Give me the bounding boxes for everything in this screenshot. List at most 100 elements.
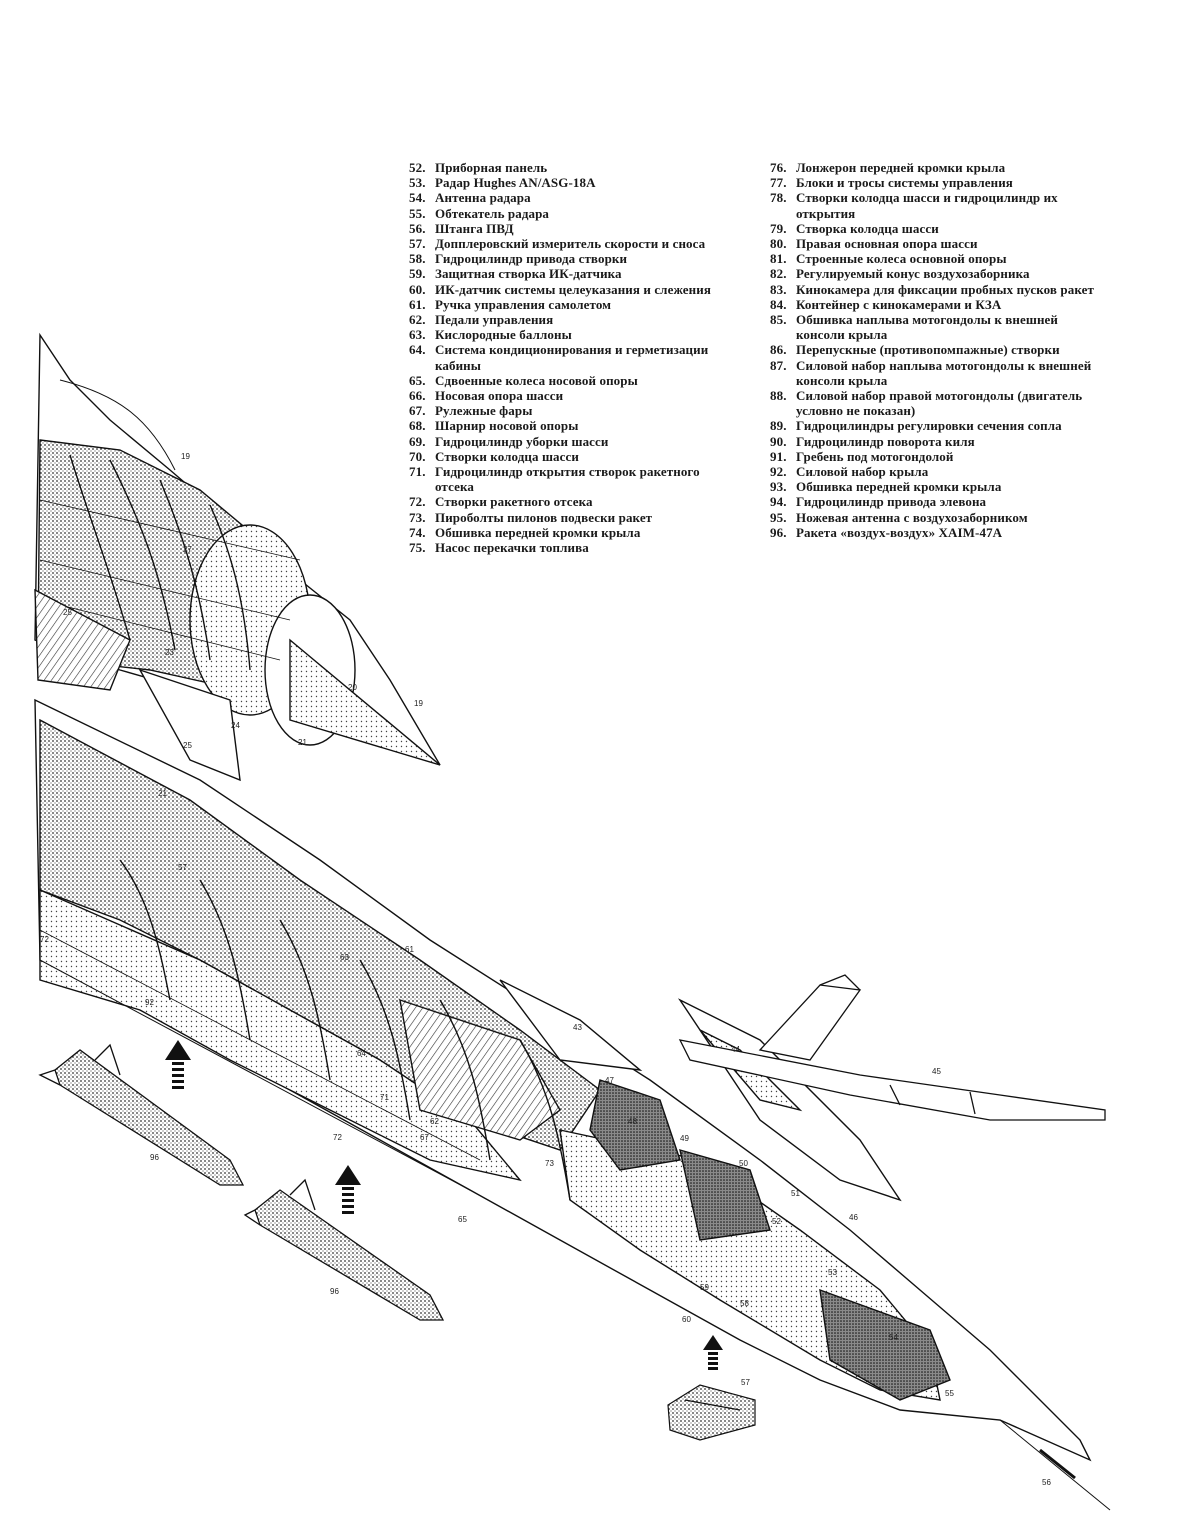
callout: 21 — [158, 789, 167, 798]
callout: 23 — [165, 648, 174, 657]
legend-number: 52. — [409, 160, 426, 175]
callout: 65 — [458, 1215, 467, 1224]
legend-number: 94. — [770, 494, 787, 510]
legend-number: 81. — [770, 251, 787, 267]
legend-number: 74. — [409, 524, 426, 540]
legend-text: Створки ракетного отсека — [435, 494, 593, 510]
callout: 92 — [145, 998, 154, 1007]
legend-item: 73.Пироболты пилонов подвески ракет — [409, 510, 739, 525]
legend-text: Створка колодца шасси — [796, 220, 939, 236]
callout: 64 — [357, 1049, 366, 1058]
legend-item: 55.Обтекатель радара — [409, 206, 739, 221]
legend-item: 72.Створки ракетного отсека — [409, 494, 739, 509]
legend-item: 67.Рулежные фары — [409, 403, 739, 418]
callout: 50 — [739, 1159, 748, 1168]
legend-text: Ручка управления самолетом — [435, 296, 612, 312]
legend-text: Гидроцилиндр уборки шасси — [435, 433, 609, 449]
legend-text: Антенна радара — [435, 190, 531, 206]
legend-text: Лонжерон передней кромки крыла — [796, 160, 1006, 175]
legend-item: 87.Силовой набор наплыва мотогондолы к в… — [770, 358, 1110, 388]
legend-left: 52.Приборная панель 53.Радар Hughes AN/A… — [409, 160, 739, 555]
tail-boom — [678, 974, 1106, 1121]
callout: 53 — [828, 1268, 837, 1277]
legend-item: 78. Створки колодца шасси и гидроцилиндр … — [770, 190, 1110, 220]
callout: 63 — [340, 953, 349, 962]
sensor-panel — [667, 1384, 756, 1441]
legend-number: 54. — [409, 190, 426, 206]
legend-item: 96.Ракета «воздух-воздух» XAIM-47A — [770, 525, 1110, 540]
legend-item: 76.Лонжерон передней кромки крыла — [770, 160, 1110, 175]
legend-number: 56. — [409, 220, 426, 236]
legend-item: 80.Правая основная опора шасси — [770, 236, 1110, 251]
legend-number: 83. — [770, 281, 787, 297]
callout: 51 — [791, 1189, 800, 1198]
callout: 20 — [348, 683, 357, 692]
callout: 72 — [333, 1133, 342, 1142]
legend-text: Шарнир носовой опоры — [435, 418, 579, 434]
legend-number: 87. — [770, 357, 787, 373]
legend-text: Створки колодца шасси и гидроцилиндр их … — [796, 190, 1058, 221]
missile-upper — [38, 1043, 245, 1186]
callout: 55 — [945, 1389, 954, 1398]
legend-text: Носовая опора шасси — [435, 388, 564, 404]
legend-number: 63. — [409, 327, 426, 343]
legend-item: 59.Защитная створка ИК-датчика — [409, 266, 739, 281]
legend-number: 86. — [770, 342, 787, 358]
legend-right: 76.Лонжерон передней кромки крыла 77.Бло… — [770, 160, 1110, 540]
legend-item: 81.Строенные колеса основной опоры — [770, 251, 1110, 266]
legend-item: 65.Сдвоенные колеса носовой опоры — [409, 373, 739, 388]
legend-item: 63. Кислородные баллоны — [409, 327, 739, 342]
callout: 72 — [40, 935, 49, 944]
legend-item: 60.ИК-датчик системы целеуказания и слеж… — [409, 282, 739, 297]
callout: 45 — [932, 1067, 941, 1076]
legend-item: 83. Кинокамера для фиксации пробных пуско… — [770, 282, 1110, 297]
legend-text: Обтекатель радара — [435, 205, 550, 221]
callout: 61 — [405, 945, 414, 954]
legend-text: Кислородные баллоны — [435, 327, 572, 343]
legend-text: Радар Hughes AN/ASG-18A — [435, 175, 596, 191]
legend-text: Кинокамера для фиксации пробных пусков р… — [796, 281, 1094, 297]
legend-text: Штанга ПВД — [435, 220, 514, 236]
legend-text: Ножевая антенна с воздухозаборником — [796, 509, 1028, 525]
legend-item: 92.Силовой набор крыла — [770, 464, 1110, 479]
legend-item: 94.Гидроцилиндр привода элевона — [770, 494, 1110, 509]
legend-text: Створки колодца шасси — [435, 448, 579, 464]
legend-text: Сдвоенные колеса носовой опоры — [435, 372, 638, 388]
legend-item: 85.Обшивка наплыва мотогондолы к внешней… — [770, 312, 1110, 342]
callout: 19 — [181, 452, 190, 461]
legend-item: 90.Гидроцилиндр поворота киля — [770, 434, 1110, 449]
legend-text: Педали управления — [435, 312, 554, 328]
legend-number: 71. — [409, 464, 426, 480]
legend-text: Силовой набор правой мотогондолы (двигат… — [796, 388, 1083, 419]
callout: 46 — [849, 1213, 858, 1222]
callout: 21 — [298, 738, 307, 747]
fuselage-section — [34, 698, 1111, 1511]
legend-text: Гидроцилиндр привода створки — [435, 251, 628, 267]
legend-text: Пироболты пилонов подвески ракет — [435, 509, 653, 525]
legend-number: 79. — [770, 220, 787, 236]
legend-number: 66. — [409, 388, 426, 404]
legend-number: 58. — [409, 251, 426, 267]
legend-text: Перепускные (противопомпажные) створки — [796, 342, 1060, 358]
callout: 49 — [680, 1134, 689, 1143]
legend-item: 52.Приборная панель — [409, 160, 739, 175]
legend-number: 61. — [409, 296, 426, 312]
callout: 57 — [178, 863, 187, 872]
callout: 43 — [573, 1023, 582, 1032]
legend-number: 91. — [770, 448, 787, 464]
legend-item: 64.Система кондиционирования и герметиза… — [409, 342, 739, 372]
legend-item: 56. Штанга ПВД — [409, 221, 739, 236]
callout: 57 — [741, 1378, 750, 1387]
legend-number: 88. — [770, 388, 787, 404]
callout: 96 — [150, 1153, 159, 1162]
arrow-up-2 — [335, 1165, 361, 1214]
legend-text: Система кондиционирования и герметизации… — [435, 342, 709, 373]
callout: 48 — [628, 1117, 637, 1126]
legend-number: 78. — [770, 190, 787, 206]
legend-number: 62. — [409, 312, 426, 328]
missile-lower — [243, 1178, 445, 1321]
callout: 19 — [414, 699, 423, 708]
legend-text: Ракета «воздух-воздух» XAIM-47A — [796, 524, 1003, 540]
legend-item: 95.Ножевая антенна с воздухозаборником — [770, 510, 1110, 525]
callout: 96 — [330, 1287, 339, 1296]
